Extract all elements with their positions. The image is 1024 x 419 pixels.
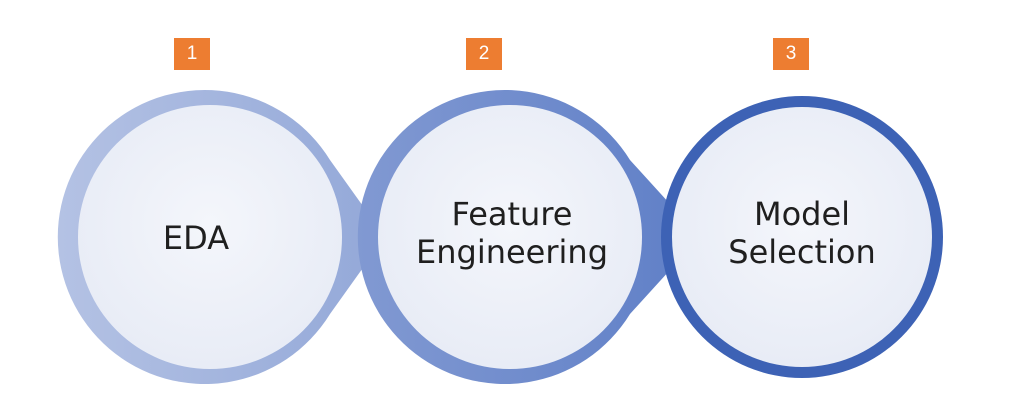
step-3-inner-circle	[672, 107, 932, 367]
step-2-number-badge: 2	[466, 38, 502, 70]
step-3-label: Model Selection	[682, 195, 922, 271]
step-2-label-line-2: Engineering	[416, 233, 608, 271]
step-1-label: EDA	[76, 219, 316, 257]
step-1-number-badge: 1	[174, 38, 210, 70]
step-2-label-line-1: Feature	[451, 195, 573, 233]
step-2-label: Feature Engineering	[392, 195, 632, 271]
step-2-inner-circle	[378, 105, 642, 369]
step-1-inner-circle	[78, 105, 342, 369]
step-3-number-badge: 3	[773, 38, 809, 70]
step-3-label-line-1: Model	[753, 195, 851, 233]
step-1-label-line-1: EDA	[162, 219, 230, 257]
step-3-label-line-2: Selection	[728, 233, 876, 271]
